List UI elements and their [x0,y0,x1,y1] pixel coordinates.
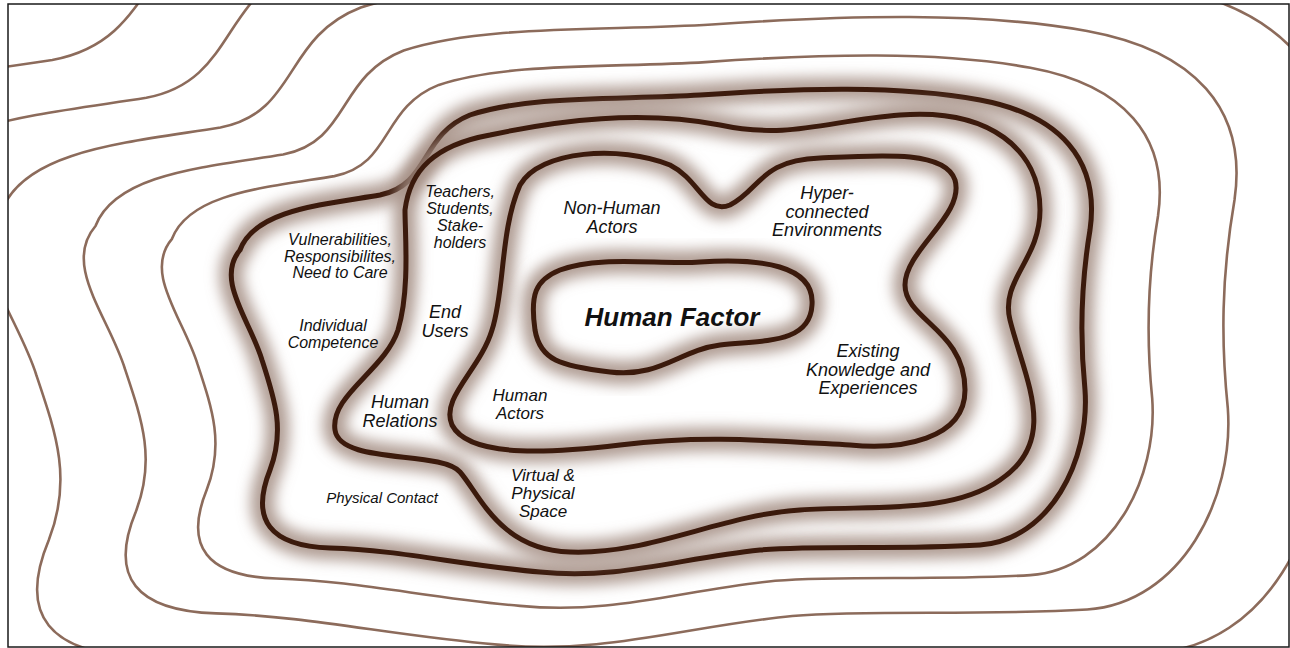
band-label: Human Actors [484,387,556,423]
contour-line [8,4,1289,647]
contour-band: Vulnerabilities, Responsibilites, Need t… [225,80,1105,585]
band-label: End Users [415,303,475,341]
contour-line [8,4,1289,647]
contour-line-bold [450,153,965,451]
band-label: Individual Competence [283,318,383,352]
contour-line [8,4,1289,647]
contour-band: Human Factor [525,252,820,382]
contour-line [8,4,1289,647]
contour-line [8,4,1289,647]
frame-border [8,4,1289,647]
band-label: Virtual & Physical Space [503,467,583,521]
band-label: Human Factor [557,304,787,331]
contour-lines [8,4,1289,647]
contour-glow [450,153,965,451]
band-label: Vulnerabilities, Responsibilites, Need t… [278,232,403,282]
band-label: Human Relations [358,393,443,431]
contour-line-bold [335,114,1040,552]
contour-line [162,56,1160,608]
band-label: Teachers, Students, Stake- holders [421,184,499,251]
band-label: Physical Contact [297,490,467,506]
contour-line-bold [533,261,812,373]
contour-band: Non-Human Actors Hyper- connected Environ… [440,140,975,460]
contour-glow [533,261,812,373]
contour-glow [231,89,1091,573]
band-label: Hyper- connected Environments [765,184,890,241]
contour-line-bold [231,89,1091,573]
band-label: Existing Knowledge and Experiences [799,342,937,399]
band-label: Non-Human Actors [556,199,668,237]
contour-glow [335,114,1040,552]
